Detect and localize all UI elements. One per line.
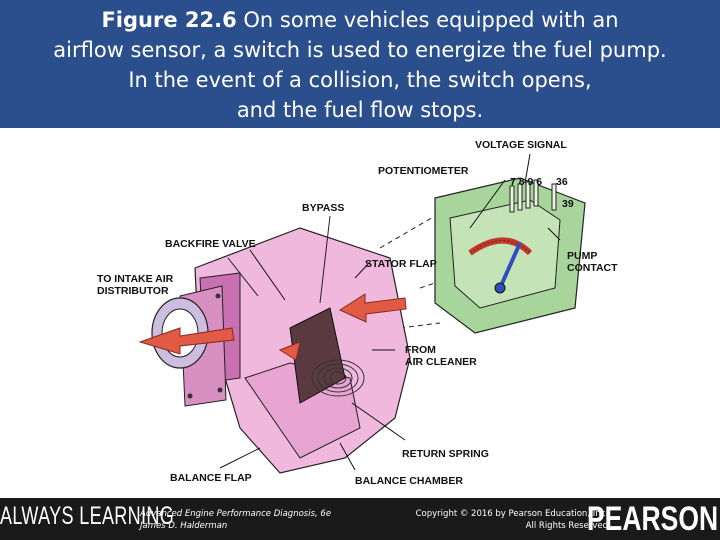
pearson-logo: PEARSON	[587, 500, 718, 539]
copyright-line-2: All Rights Reserved	[416, 520, 608, 532]
label-return-spring: RETURN SPRING	[402, 448, 489, 460]
footer-bar: ALWAYS LEARNING Advanced Engine Performa…	[0, 498, 720, 540]
label-contact: CONTACT	[567, 262, 618, 274]
label-from: FROM	[405, 344, 477, 356]
label-pump-contact: PUMP CONTACT	[567, 250, 618, 274]
label-terminal-36: 36	[556, 176, 568, 188]
book-title: Advanced Engine Performance Diagnosis, 6…	[140, 508, 331, 520]
book-info: Advanced Engine Performance Diagnosis, 6…	[140, 508, 331, 532]
label-balance-flap: BALANCE FLAP	[170, 472, 252, 484]
label-to-intake: TO INTAKE AIR DISTRIBUTOR	[97, 273, 173, 297]
airflow-sensor-diagram: VOLTAGE SIGNAL POTENTIOMETER 7 8 9 6 36 …	[0, 128, 720, 498]
copyright-info: Copyright © 2016 by Pearson Education, I…	[416, 508, 608, 532]
figure-number: Figure 22.6	[101, 8, 236, 32]
label-terminal-39: 39	[562, 198, 574, 210]
diagram-illustration	[0, 128, 720, 498]
label-stator-flap: STATOR FLAP	[365, 258, 437, 270]
caption-line-2: airflow sensor, a switch is used to ener…	[0, 35, 720, 65]
label-bypass: BYPASS	[302, 202, 344, 214]
caption-text-1: On some vehicles equipped with an	[243, 8, 618, 32]
label-distributor: DISTRIBUTOR	[97, 285, 173, 297]
label-balance-chamber: BALANCE CHAMBER	[355, 475, 463, 487]
label-voltage-signal: VOLTAGE SIGNAL	[475, 139, 567, 151]
label-backfire-valve: BACKFIRE VALVE	[165, 238, 256, 250]
copyright-line-1: Copyright © 2016 by Pearson Education, I…	[416, 508, 608, 520]
label-potentiometer: POTENTIOMETER	[378, 165, 468, 177]
caption-line-4: and the fuel flow stops.	[0, 95, 720, 125]
label-to-intake-air: TO INTAKE AIR	[97, 273, 173, 285]
book-author: James D. Halderman	[140, 520, 331, 532]
caption-header: Figure 22.6 On some vehicles equipped wi…	[0, 0, 720, 128]
label-terminals: 7 8 9 6	[510, 176, 542, 188]
label-pump: PUMP	[567, 250, 618, 262]
label-from-air-cleaner: FROM AIR CLEANER	[405, 344, 477, 368]
caption-line-1: Figure 22.6 On some vehicles equipped wi…	[0, 5, 720, 35]
label-air-cleaner: AIR CLEANER	[405, 356, 477, 368]
caption-line-3: In the event of a collision, the switch …	[0, 65, 720, 95]
